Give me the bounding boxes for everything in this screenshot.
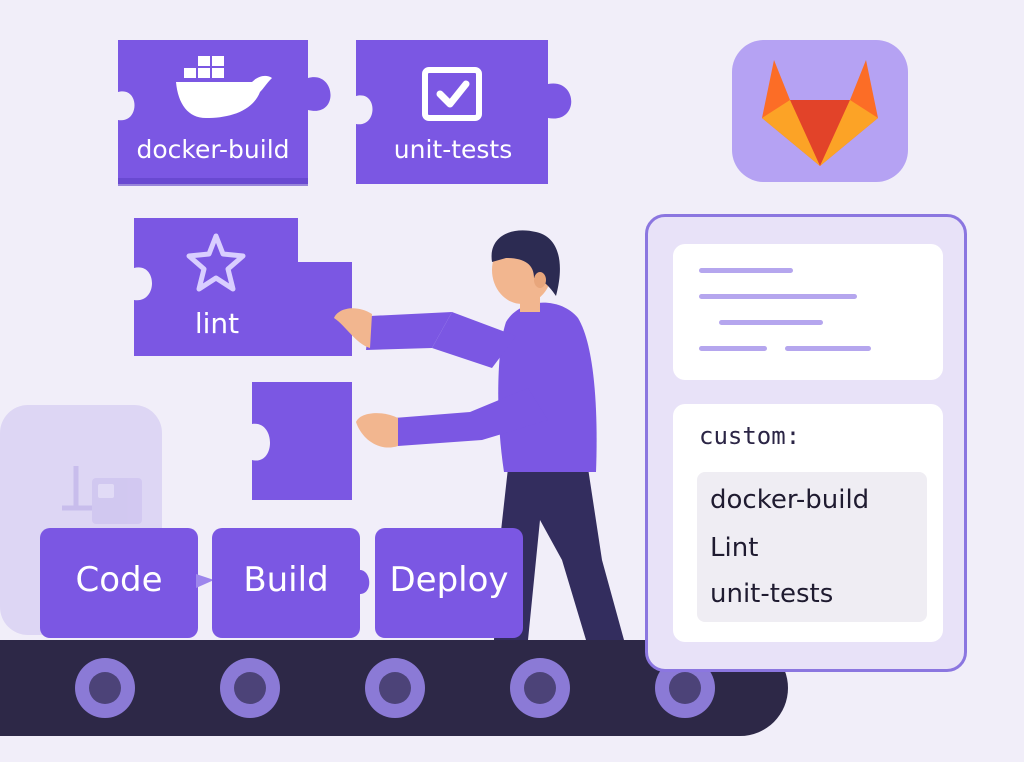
deploy-stage-piece[interactable] [375,528,523,638]
build-stage-piece[interactable] [212,528,360,638]
document-card [673,244,943,380]
star-icon [186,233,246,292]
docker-build-label: docker-build [136,135,290,164]
box-doodle-icon [62,466,142,524]
conveyor-rollers [75,658,715,718]
docker-whale-icon [176,56,272,118]
config-item-docker-build[interactable]: docker-build [710,485,870,515]
doc-line [699,294,857,299]
lint-piece[interactable] [134,218,352,356]
person-figure [334,230,624,640]
config-item-lint[interactable]: Lint [710,533,759,563]
config-title: custom: [699,422,801,450]
doc-line [699,268,793,273]
held-puzzle-piece[interactable] [252,382,352,500]
doc-line [785,346,871,351]
doc-line [699,346,767,351]
unit-tests-piece[interactable] [356,40,572,184]
code-label: Code [75,560,163,600]
lint-label: lint [194,307,240,340]
doc-line [719,320,823,325]
config-item-unit-tests[interactable]: unit-tests [710,579,834,609]
unit-tests-label: unit-tests [393,135,513,164]
build-label: Build [243,560,329,600]
code-stage-piece[interactable] [40,528,198,638]
config-list [697,472,927,622]
gitlab-logo [762,60,878,166]
deploy-label: Deploy [389,560,509,600]
checkbox-check-icon [422,67,482,121]
